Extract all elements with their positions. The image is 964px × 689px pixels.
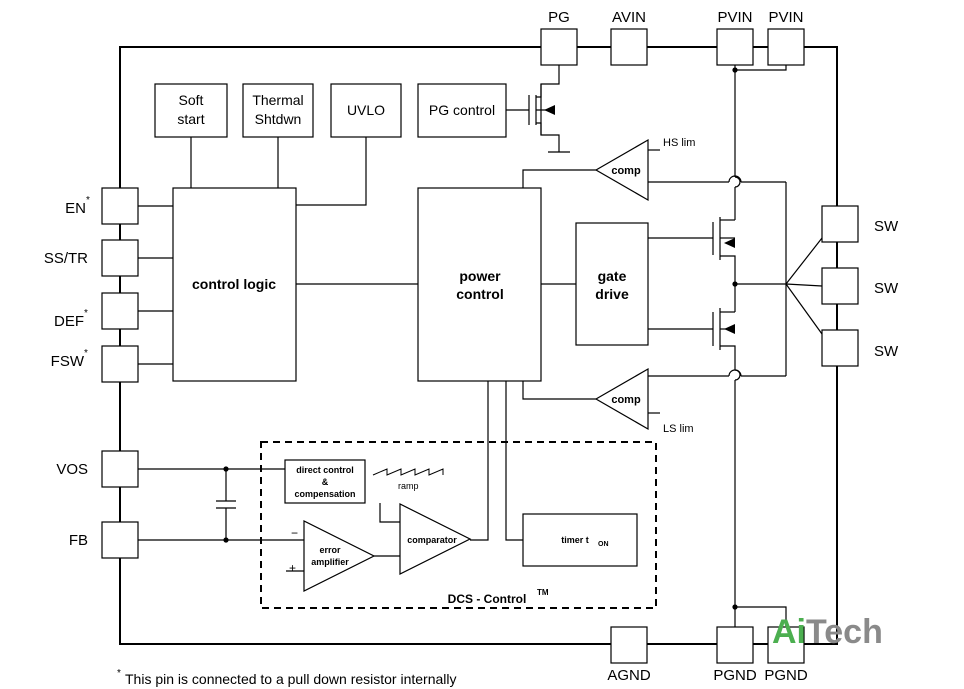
pin-sw1-label: SW [874, 218, 899, 235]
pg-control-block [417, 83, 507, 138]
thermal-block [242, 83, 314, 138]
pin-pvin2-label: PVIN [768, 9, 803, 26]
gate-drive-line1: gate [598, 268, 627, 284]
pin-pvin1-box [716, 28, 754, 66]
comparator-wires [374, 381, 523, 557]
pin-avin-label: AVIN [612, 9, 646, 26]
pin-def-marker: * [84, 308, 88, 319]
pg-control-label: PG control [429, 102, 495, 118]
pin-pgnd2-box [767, 626, 805, 664]
watermark-logo: AiTech [772, 613, 883, 651]
logic-wires [138, 137, 576, 365]
hs-lim-label: HS lim [663, 137, 695, 149]
ls-lim-label: LS lim [663, 423, 694, 435]
pin-vos-label: VOS [56, 461, 88, 478]
ls-arrow [724, 324, 735, 334]
control-logic-label: control logic [192, 276, 276, 292]
pin-fsw-marker: * [84, 348, 88, 359]
pin-en-label: EN [65, 200, 86, 217]
pin-fb-label: FB [69, 532, 88, 549]
comp-hs-label: comp [611, 165, 641, 177]
pin-avin-box [610, 28, 648, 66]
error-amp-line1: error [319, 545, 341, 555]
soft-start-block [154, 83, 228, 138]
pg-transistor [506, 65, 570, 153]
pin-pgnd1-label: PGND [713, 667, 757, 684]
pin-ss-box [101, 239, 139, 277]
watermark-ai: Ai [772, 613, 806, 651]
uvlo-label: UVLO [347, 102, 385, 118]
control-logic-block [172, 187, 297, 382]
direct-control-line2: & [322, 477, 329, 487]
ramp-symbol [372, 468, 444, 476]
pin-en-marker: * [86, 195, 90, 206]
pin-agnd-box [610, 626, 648, 664]
direct-control-block [284, 459, 366, 504]
dcs-control-region [260, 441, 657, 609]
error-amp-minus: − [291, 526, 298, 540]
pin-pvin1-label: PVIN [717, 9, 752, 26]
error-amplifier [303, 520, 376, 592]
pin-sw2-box [821, 267, 859, 305]
footnote-text: This pin is connected to a pull down res… [125, 671, 457, 687]
right-pins: SW SW SW [821, 205, 899, 367]
soft-start-line2: start [177, 111, 204, 127]
thermal-line2: Shtdwn [255, 111, 302, 127]
pin-sw3-box [821, 329, 859, 367]
direct-control-line1: direct control [296, 465, 354, 475]
thermal-line1: Thermal [252, 92, 303, 108]
comp-hs [522, 138, 787, 284]
direct-control-line3: compensation [294, 489, 355, 499]
hs-arrow [724, 238, 735, 248]
pg-transistor-arrow [544, 105, 555, 115]
pin-agnd-label: AGND [607, 667, 651, 684]
comparator-label: comparator [407, 535, 457, 545]
pin-def-label: DEF [54, 313, 84, 330]
timer-block [522, 513, 638, 567]
top-pins: PG AVIN PVIN PVIN [540, 9, 805, 66]
gate-drive-block [575, 222, 649, 346]
pin-pvin2-box [767, 28, 805, 66]
pin-sw3-label: SW [874, 343, 899, 360]
pin-vos-box [101, 450, 139, 488]
top-blocks: Soft start Thermal Shtdwn UVLO PG contro… [154, 83, 507, 138]
dcs-control-label: DCS - Control [448, 592, 527, 606]
power-control-line2: control [456, 286, 503, 302]
power-control-block [417, 187, 542, 382]
soft-start-line1: Soft [179, 92, 204, 108]
pin-def-box [101, 292, 139, 330]
gate-drive-line2: drive [595, 286, 629, 302]
pin-sw2-label: SW [874, 280, 899, 297]
error-amp-line2: amplifier [311, 557, 349, 567]
timer-label: timer t [561, 535, 589, 545]
timer-subscript: ON [598, 541, 609, 548]
feedback-wires [138, 466, 304, 572]
error-amp-plus: + [289, 561, 296, 575]
pin-en-box [101, 187, 139, 225]
comp-ls [522, 284, 787, 431]
left-pins: EN * SS/TR DEF * FSW * VOS FB [44, 187, 139, 559]
pin-fsw-label: FSW [51, 353, 85, 370]
ramp-label: ramp [398, 481, 419, 491]
pin-pg-box [540, 28, 578, 66]
pin-fb-box [101, 521, 139, 559]
uvlo-block [330, 83, 402, 138]
watermark-tech: Tech [806, 613, 883, 651]
footnote-star: * [117, 668, 121, 679]
dcs-control-tm: TM [537, 588, 549, 597]
pin-ss-label: SS/TR [44, 250, 88, 267]
pin-sw1-box [821, 205, 859, 243]
pin-fsw-box [101, 345, 139, 383]
pin-pg-label: PG [548, 9, 570, 26]
comparator [399, 503, 472, 575]
pin-pgnd1-box [716, 626, 754, 664]
pin-pgnd2-label: PGND [764, 667, 808, 684]
comp-ls-label: comp [611, 394, 641, 406]
power-rails [648, 65, 823, 627]
power-control-line1: power [459, 268, 501, 284]
